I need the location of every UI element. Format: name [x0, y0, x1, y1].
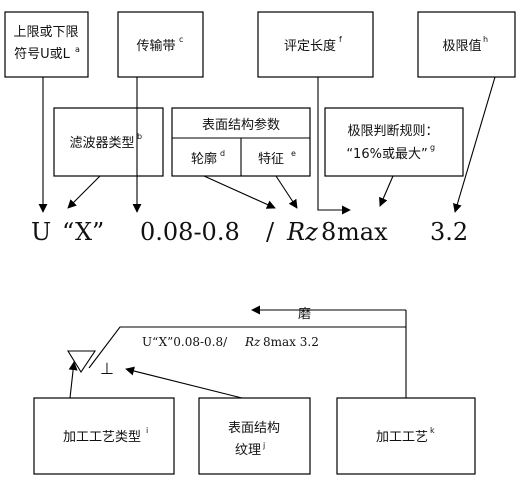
- spec-value: 3.2: [430, 218, 468, 246]
- specification-line: U “X” 0.08-0.8 / Rz 8 max 3.2: [31, 218, 468, 246]
- spec-x: “X”: [62, 218, 104, 246]
- symbol-long-leg: [88, 326, 406, 369]
- process-type-box: 加工工艺类型 i: [33, 397, 175, 475]
- arrow-to-triangle: [68, 361, 78, 399]
- limit-symbol-box: 上限或下限 符号U或L a: [4, 11, 89, 78]
- spec-slash: /: [266, 218, 275, 246]
- process-label: 加工工艺: [376, 430, 428, 445]
- surface-params-title: 表面结构参数: [202, 117, 280, 133]
- texture-sup: j: [262, 441, 265, 450]
- lay-symbol: ⊥: [100, 359, 114, 378]
- limit-symbol-line1: 上限或下限: [13, 25, 78, 40]
- limit-rule-line1: 极限判断规则：: [347, 124, 438, 139]
- evaluation-length-label: 评定长度: [284, 38, 336, 54]
- symbol-spec-suffix: 8max 3.2: [263, 335, 319, 349]
- texture-line1: 表面结构: [228, 421, 280, 436]
- transmission-band-box: 传输带 c: [117, 11, 204, 78]
- spec-u: U: [31, 218, 51, 246]
- limit-rule-sup: g: [430, 143, 435, 152]
- symbol-spec-rz: Rz: [244, 335, 261, 349]
- filter-type-sup: b: [137, 132, 142, 141]
- arrow-limit-rule: [379, 175, 394, 207]
- process-box: 加工工艺 k: [336, 397, 476, 475]
- limit-symbol-line2: 符号U或L: [14, 46, 71, 62]
- limit-symbol-sup: a: [75, 45, 80, 54]
- spec-rz: Rz: [286, 218, 318, 246]
- arrow-profile-to-rz: [203, 175, 276, 209]
- process-sup: k: [430, 426, 435, 435]
- feature-sup: e: [291, 149, 296, 158]
- machining-label: 磨: [298, 307, 311, 322]
- bottom-arrows: [68, 361, 243, 399]
- transmission-band-label: 传输带: [136, 38, 175, 54]
- filter-type-box: 滤波器类型 b: [53, 107, 164, 177]
- process-type-label: 加工工艺类型: [63, 430, 141, 445]
- arrow-eval-length: [317, 77, 351, 215]
- filter-type-label: 滤波器类型: [69, 136, 134, 151]
- texture-line2: 纹理: [235, 443, 261, 458]
- symbol-spec-prefix: U“X”0.08-0.8/: [142, 335, 228, 349]
- transmission-band-sup: c: [179, 35, 183, 44]
- feature-label: 特征: [258, 152, 284, 167]
- symbol-triangle: [67, 350, 97, 374]
- profile-label: 轮廓: [191, 151, 217, 167]
- spec-max: max: [337, 218, 388, 246]
- top-arrows: [38, 76, 496, 215]
- surface-texture-symbol: 磨 U“X”0.08-0.8/ Rz 8max 3.2 ⊥: [67, 305, 407, 398]
- arrow-to-x: [67, 175, 101, 209]
- spec-len: 8: [321, 218, 336, 246]
- limit-value-sup: h: [483, 35, 488, 44]
- arrow-feature-to-rz: [275, 175, 298, 209]
- limit-rule-box: 极限判断规则： “16%或最大” g: [324, 107, 464, 177]
- evaluation-length-sup: f: [339, 35, 342, 44]
- evaluation-length-box: 评定长度 f: [257, 11, 374, 78]
- limit-rule-line2: “16%或最大”: [346, 147, 427, 162]
- spec-band: 0.08-0.8: [140, 218, 240, 246]
- process-type-sup: i: [146, 426, 148, 435]
- limit-value-label: 极限值: [442, 38, 481, 54]
- arrow-to-lay-symbol: [125, 366, 243, 399]
- profile-sup: d: [220, 149, 225, 158]
- texture-box: 表面结构 纹理 j: [198, 397, 311, 475]
- surface-params-box: 表面结构参数 轮廓 d 特征 e: [171, 107, 311, 177]
- limit-value-box: 极限值 h: [417, 11, 516, 78]
- arrow-limit-value: [452, 76, 496, 213]
